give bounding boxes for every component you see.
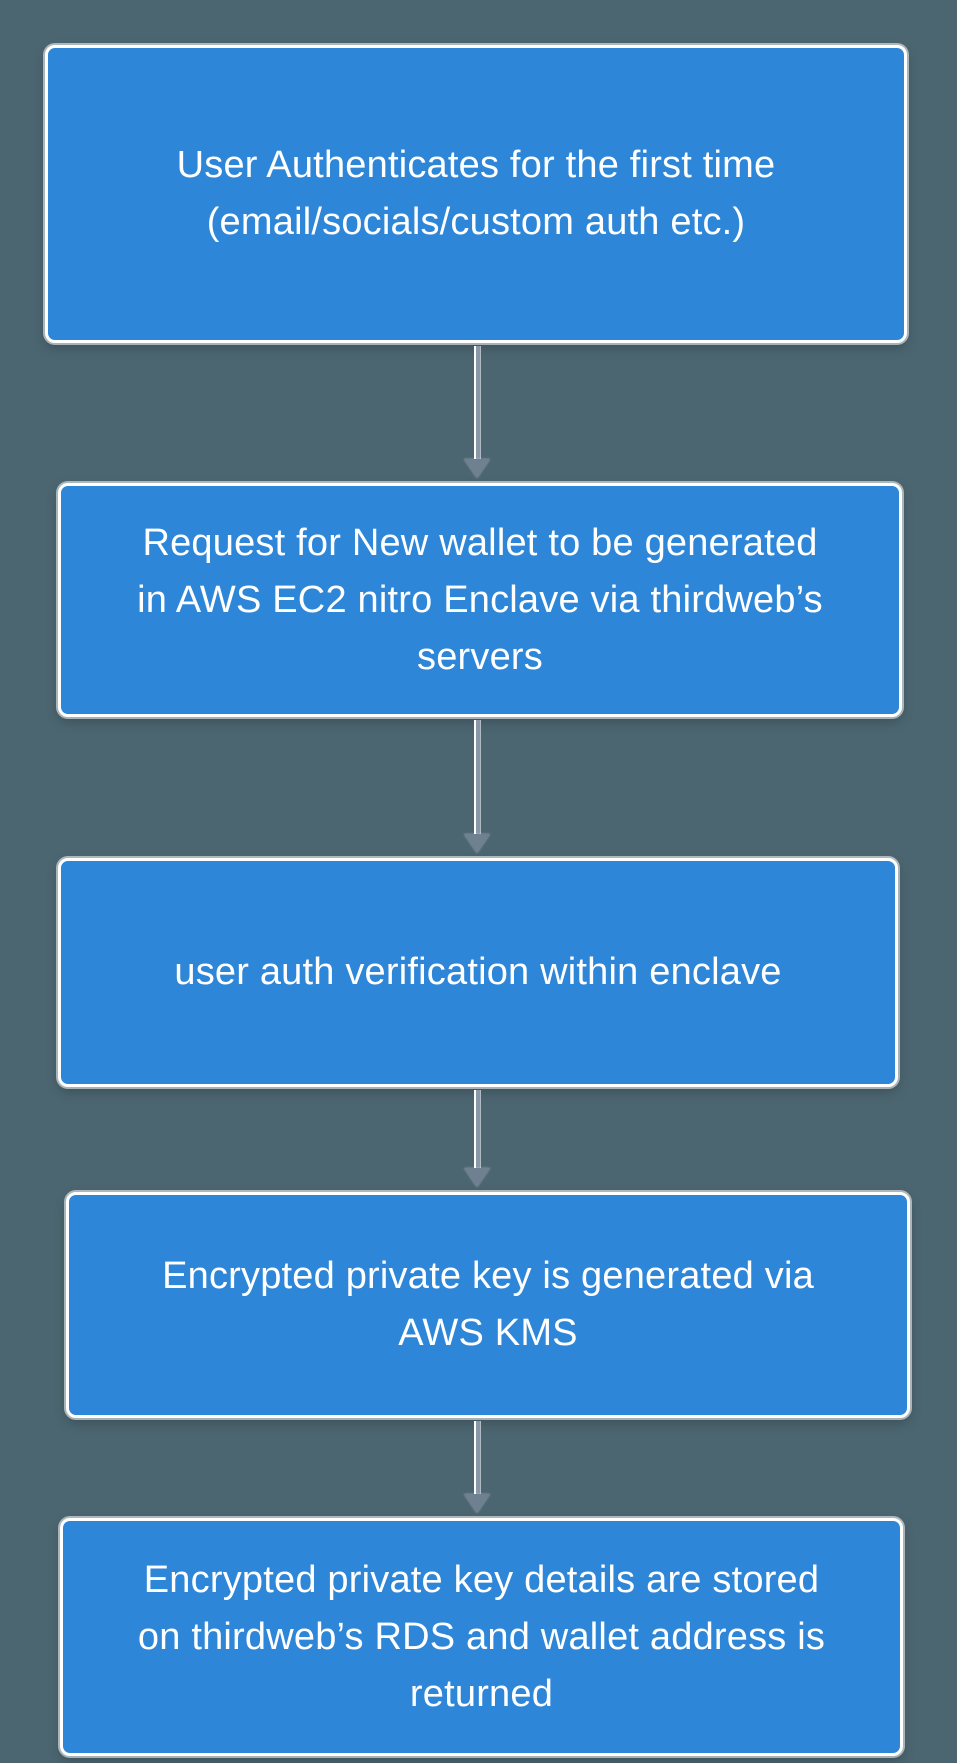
- flow-arrow-3: [464, 1090, 490, 1187]
- arrow-down-icon: [464, 459, 490, 478]
- flow-step-auth-verification-label: user auth verification within enclave: [174, 951, 782, 993]
- flow-arrow-4: [464, 1421, 490, 1513]
- arrow-down-icon: [464, 1494, 490, 1513]
- flow-step-request-wallet-label: Request for New wallet to be generated i…: [137, 521, 823, 678]
- flow-step-key-generated-label: Encrypted private key is generated via A…: [162, 1255, 814, 1354]
- flow-step-authenticate: User Authenticates for the first time (e…: [45, 45, 907, 343]
- arrow-line: [473, 346, 481, 460]
- flow-step-auth-verification: user auth verification within enclave: [58, 858, 898, 1087]
- flow-step-request-wallet: Request for New wallet to be generated i…: [58, 483, 902, 717]
- flow-step-key-generated: Encrypted private key is generated via A…: [66, 1192, 910, 1418]
- arrow-line: [473, 1421, 481, 1495]
- arrow-line: [473, 720, 481, 835]
- arrow-line: [473, 1090, 481, 1169]
- flow-step-authenticate-label: User Authenticates for the first time (e…: [176, 144, 776, 243]
- arrow-down-icon: [464, 834, 490, 853]
- flow-step-key-stored-label: Encrypted private key details are stored…: [137, 1558, 826, 1715]
- flow-arrow-2: [464, 720, 490, 853]
- flow-arrow-1: [464, 346, 490, 478]
- arrow-down-icon: [464, 1168, 490, 1187]
- flow-step-key-stored: Encrypted private key details are stored…: [60, 1518, 903, 1756]
